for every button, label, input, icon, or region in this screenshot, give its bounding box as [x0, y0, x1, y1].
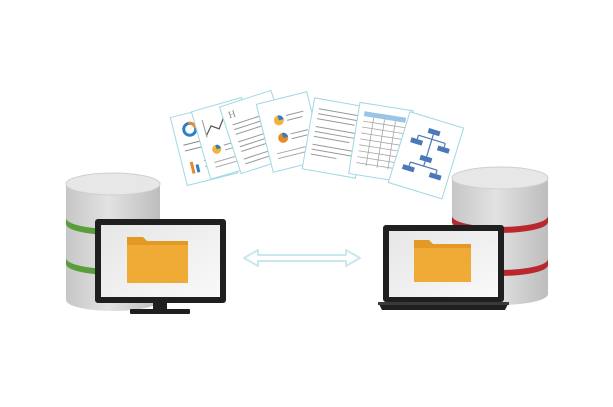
- right-folder-icon: [414, 240, 471, 282]
- svg-text:H: H: [227, 109, 237, 122]
- double-arrow-icon: [243, 249, 361, 267]
- documents-stream: H: [169, 89, 465, 200]
- left-folder-icon: [127, 237, 188, 283]
- flowchart-document-icon: [387, 111, 465, 200]
